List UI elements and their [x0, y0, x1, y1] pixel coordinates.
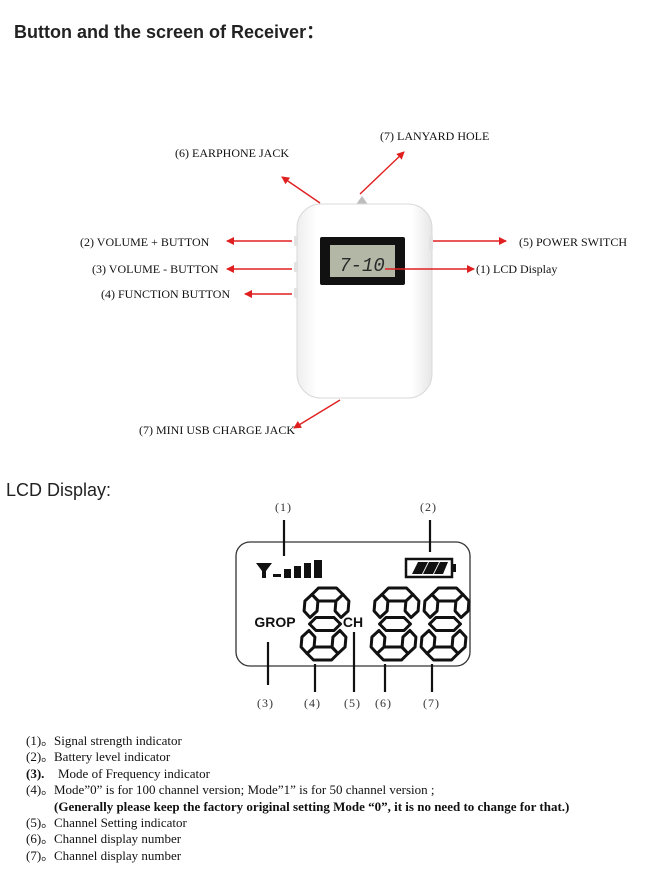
seven-segment-digit — [369, 586, 421, 662]
power-switch-key — [429, 236, 433, 250]
arrow-usb — [293, 399, 341, 429]
function-key — [294, 288, 298, 298]
volume-plus-key — [294, 236, 298, 246]
lcd-callout-5: (5) — [344, 696, 361, 710]
page-title: Button and the screen of Receiver： — [14, 22, 325, 42]
digit-segment — [450, 629, 468, 655]
legend-text: Mode”0” is for 100 channel version; Mode… — [54, 782, 435, 798]
label-function-button: (4) FUNCTION BUTTON — [101, 287, 231, 301]
digit-segment — [453, 593, 471, 619]
lcd-callout-3: (3) — [257, 696, 274, 710]
arrow-lanyard — [359, 151, 405, 195]
receiver-screen-text: 7-10 — [339, 255, 385, 277]
legend-text: Channel display number — [54, 847, 182, 863]
legend-text: Battery level indicator — [54, 749, 171, 765]
legend-number: (3). — [26, 765, 45, 781]
legend-list: (1)。Signal strength indicator (2)。Batter… — [26, 733, 569, 864]
label-earphone-jack: (6) EARPHONE JACK — [175, 146, 289, 160]
seven-segment-digit — [419, 586, 471, 662]
label-lanyard-hole: (7) LANYARD HOLE — [380, 129, 490, 143]
legend-item: (6)。Channel display number — [26, 831, 569, 847]
legend-text: Mode of Frequency indicator — [58, 765, 210, 781]
label-usb-jack: (7) MINI USB CHARGE JACK — [139, 423, 296, 437]
ch-label: CH — [343, 614, 363, 630]
legend-number: (1)。 — [26, 733, 55, 748]
label-volume-minus: (3) VOLUME - BUTTON — [92, 262, 219, 276]
digit-segment — [308, 616, 342, 632]
label-power-switch: (5) POWER SWITCH — [519, 235, 627, 249]
digit-segment — [422, 593, 440, 619]
seven-segment-digits — [299, 586, 471, 662]
arrow-earphone — [281, 176, 321, 204]
lcd-callout-7: (7) — [423, 696, 440, 710]
callout-arrows — [226, 151, 507, 429]
lcd-callout-4: (4) — [304, 696, 321, 710]
digit-segment — [330, 629, 348, 655]
grop-label: GROP — [254, 614, 295, 630]
legend-item: (1)。Signal strength indicator — [26, 733, 569, 749]
digit-segment — [378, 616, 412, 632]
legend-text: Channel display number — [54, 831, 182, 847]
lcd-callout-1: (1) — [275, 500, 292, 514]
legend-number: (2)。 — [26, 749, 55, 765]
legend-note: (Generally please keep the factory origi… — [54, 798, 570, 814]
lcd-callout-6: (6) — [375, 696, 392, 710]
legend-number: (5)。 — [26, 814, 55, 830]
digit-segment — [403, 593, 421, 619]
legend-item: (3). Mode of Frequency indicator — [26, 766, 569, 782]
legend-number: (7)。 — [26, 847, 55, 863]
digit-segment — [299, 629, 317, 655]
lcd-section-heading: LCD Display: — [6, 480, 112, 500]
lcd-callout-lines — [266, 520, 434, 692]
legend-text: Signal strength indicator — [54, 733, 182, 748]
label-volume-plus: (2) VOLUME + BUTTON — [80, 235, 210, 249]
receiver-screen — [330, 245, 395, 277]
legend-item: (4)。Mode”0” is for 100 channel version; … — [26, 782, 569, 798]
digit-segment — [372, 593, 390, 619]
legend-item: (5)。Channel Setting indicator — [26, 815, 569, 831]
label-lcd-display: (1) LCD Display — [476, 262, 558, 276]
legend-text: Channel Setting indicator — [54, 814, 187, 830]
digit-segment — [369, 629, 387, 655]
lcd-callout-2: (2) — [420, 500, 437, 514]
digit-segment — [302, 593, 320, 619]
signal-strength-icon — [256, 560, 322, 578]
digit-segment — [400, 629, 418, 655]
legend-number: (6)。 — [26, 831, 55, 847]
lcd-diagram: GROP CH — [235, 520, 471, 692]
volume-minus-key — [294, 262, 298, 272]
seven-segment-digit — [299, 586, 351, 662]
legend-number: (4)。 — [26, 782, 55, 798]
battery-icon — [404, 557, 456, 579]
receiver-device: 7-10 — [294, 196, 433, 399]
digit-segment — [419, 629, 437, 655]
digit-segment — [333, 593, 351, 619]
digit-segment — [428, 616, 462, 632]
legend-item: (2)。Battery level indicator — [26, 749, 569, 765]
legend-item: (7)。Channel display number — [26, 848, 569, 864]
